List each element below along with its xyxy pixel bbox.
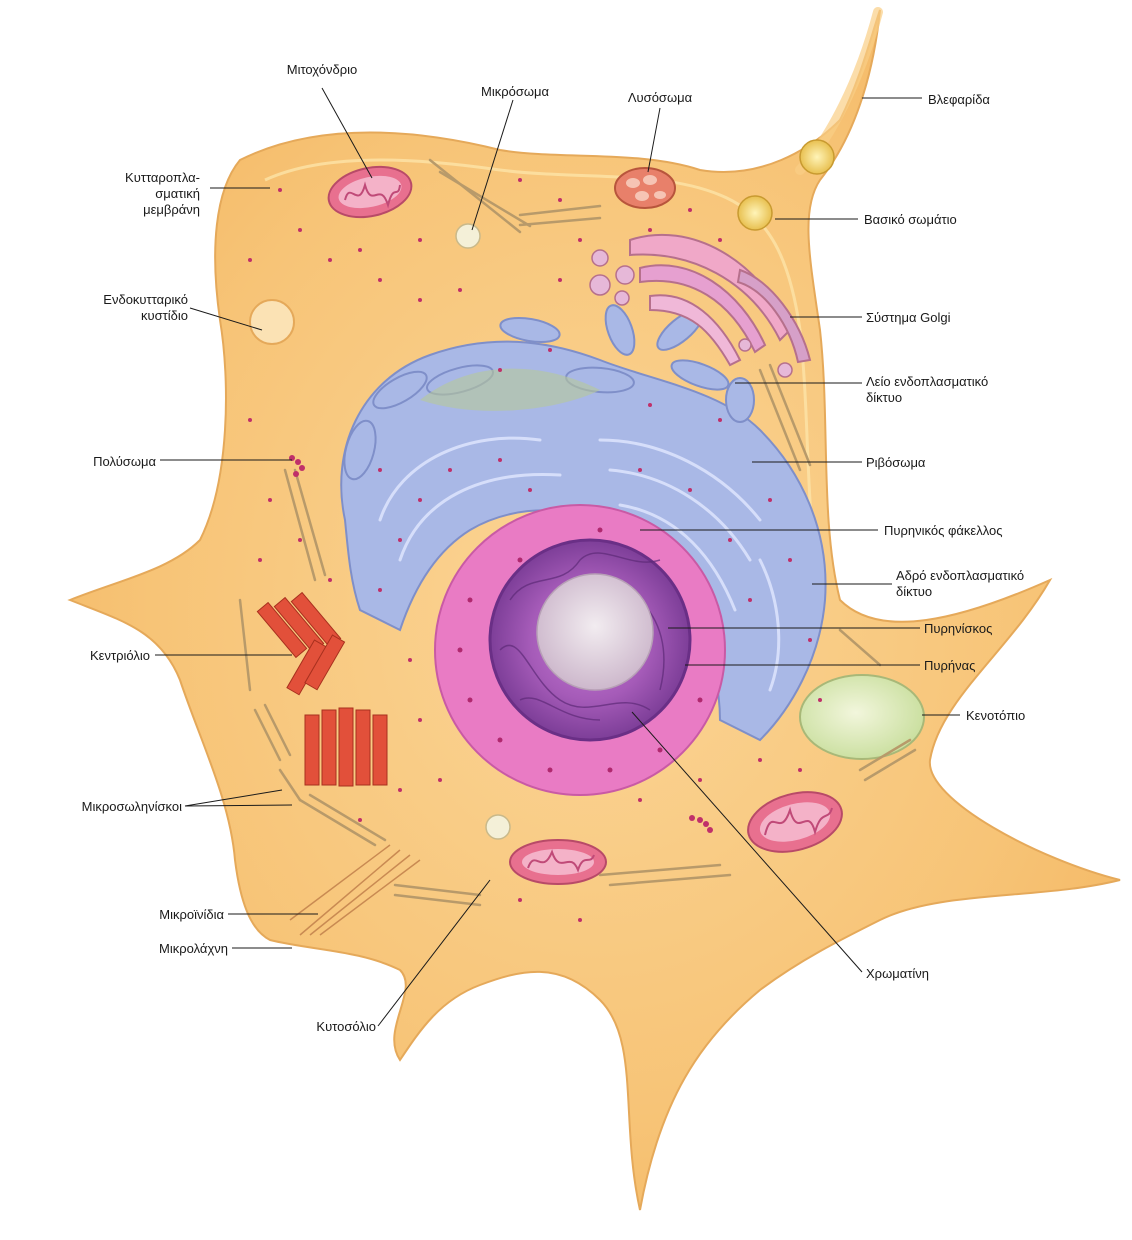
label-microtubules: Μικροσωληνίσκοι <box>81 799 182 814</box>
nuclear-pores <box>457 527 703 773</box>
nucleolus-shape <box>536 573 654 691</box>
label-smooth-er-line-2: δίκτυο <box>866 390 903 405</box>
microsome-shape <box>455 223 481 249</box>
label-rough-er: Αδρό ενδοπλασματικό δίκτυο <box>896 568 1024 600</box>
centriole-lower <box>304 707 388 787</box>
label-chromatin: Χρωματίνη <box>866 966 929 981</box>
lysosome-shape <box>614 167 676 209</box>
centriole-upper <box>256 591 346 696</box>
golgi-stack <box>629 233 812 367</box>
endocytic-vesicle-shape <box>249 299 295 345</box>
golgi-vesicles <box>589 249 793 378</box>
label-rough-er-line-2: δίκτυο <box>896 584 933 599</box>
label-cilium: Βλεφαρίδα <box>928 92 990 107</box>
label-ribosome: Ριβόσωμα <box>866 455 926 470</box>
label-nuclear-envelope: Πυρηνικός φάκελλος <box>884 523 1003 538</box>
leader-lines <box>155 87 960 1027</box>
chromatin-strands <box>499 552 665 721</box>
label-endocytic-vesicle-line-1: Ενδοκυτταρικό <box>103 292 188 307</box>
er-cisternae <box>378 436 781 692</box>
label-nucleus: Πυρήνας <box>924 658 976 673</box>
label-endocytic-vesicle-line-2: κυστίδιο <box>140 308 188 323</box>
label-plasma-membrane: Κυτταροπλα- σματική μεμβράνη <box>70 170 200 218</box>
mitochondrion-bottom <box>509 839 607 885</box>
mitochondrion-bottom-right <box>747 791 843 853</box>
membrane-inner-edge <box>264 158 822 591</box>
label-endocytic-vesicle: Ενδοκυτταρικό κυστίδιο <box>40 292 188 324</box>
label-vacuole: Κενοτόπιο <box>966 708 1026 723</box>
microfilaments <box>289 844 421 936</box>
label-smooth-er: Λείο ενδοπλασματικό δίκτυο <box>866 374 988 406</box>
label-basal-body: Βασικό σωμάτιο <box>864 212 957 227</box>
label-plasma-membrane-line-2: σματική <box>155 186 200 201</box>
basal-body-shape-2 <box>799 139 835 175</box>
small-vesicle <box>485 814 511 840</box>
mitochondrion-top <box>327 165 413 219</box>
label-polysome: Πολύσωμα <box>93 454 156 469</box>
label-plasma-membrane-line-1: Κυτταροπλα- <box>125 170 200 185</box>
microtubules <box>238 158 917 907</box>
label-cytosol: Κυτοσόλιο <box>316 1019 376 1034</box>
label-rough-er-line-1: Αδρό ενδοπλασματικό <box>896 568 1025 583</box>
label-microfilaments: Μικροϊνίδια <box>159 907 224 922</box>
basal-body-shape <box>737 195 773 231</box>
label-nucleolus: Πυρηνίσκος <box>924 621 993 636</box>
label-smooth-er-line-1: Λείο ενδοπλασματικό <box>866 374 989 389</box>
label-centriole: Κεντριόλιο <box>90 648 150 663</box>
label-golgi: Σύστημα Golgi <box>866 310 951 325</box>
smooth-er-green <box>420 368 600 411</box>
label-lysosome: Λυσόσωμα <box>627 90 693 105</box>
label-mitochondrion: Μιτοχόνδριο <box>286 62 358 77</box>
rough-er-shape <box>340 340 827 742</box>
label-microvilli: Μικρολάχνη <box>159 941 228 956</box>
label-microsome: Μικρόσωμα <box>480 84 550 99</box>
ribosomes <box>248 178 822 922</box>
vacuole-shape <box>799 674 925 760</box>
label-plasma-membrane-line-3: μεμβράνη <box>143 202 200 217</box>
